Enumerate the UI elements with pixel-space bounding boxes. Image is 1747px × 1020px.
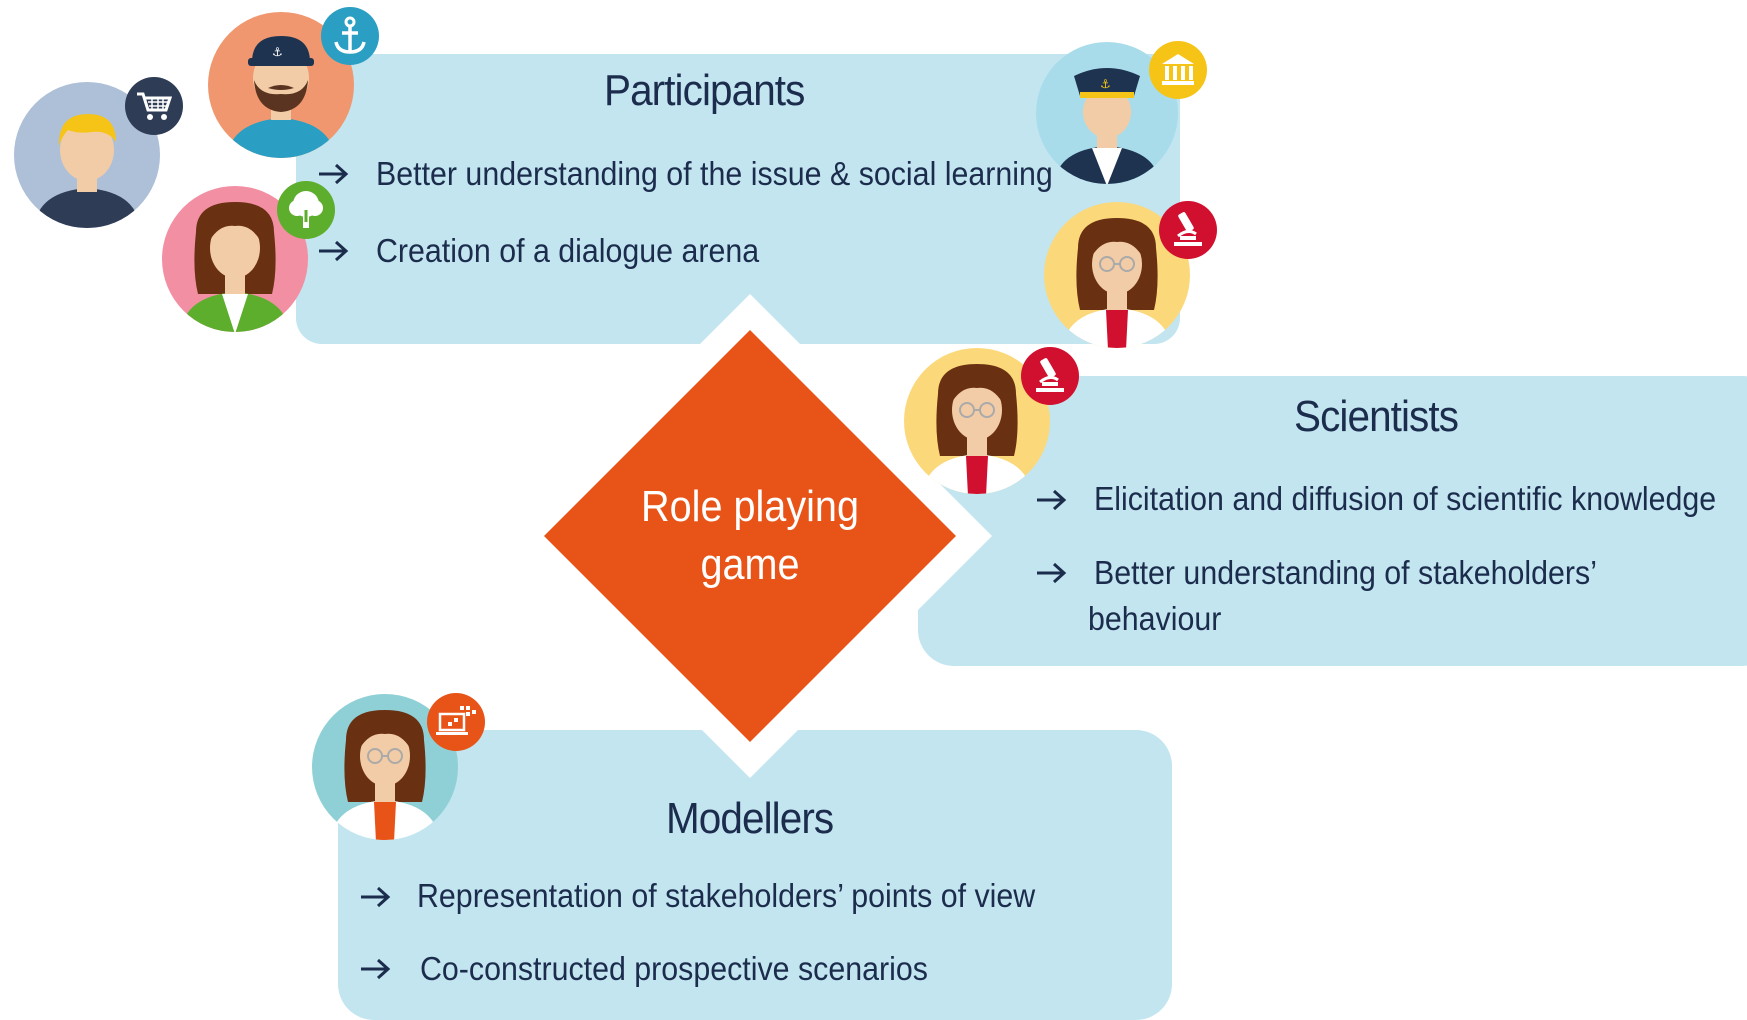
arrow-right-icon [319,163,349,185]
participants-item-2: Creation of a dialogue arena [376,232,760,269]
scientist-avatar [904,348,1050,494]
scientist-avatar [1044,202,1190,348]
official-avatar: ⚓ [1036,42,1178,184]
modellers-title: Modellers [666,794,834,843]
arrow-right-icon [361,886,391,908]
computer-icon [427,693,485,751]
scientists-item-2: Better understanding of stakeholders’ [1094,554,1597,591]
svg-text:⚓: ⚓ [272,45,283,59]
scientists-item-2-continued: behaviour [1088,600,1222,637]
scientists-panel [918,376,1747,666]
scientists-title: Scientists [1294,392,1459,441]
modeller-avatar [312,694,458,840]
arrow-right-icon [319,240,349,262]
center-label-line1: Role playing [641,482,859,531]
center-label: Role playing game [615,478,885,594]
modellers-item-1: Representation of stakeholders’ points o… [417,877,1036,914]
participants-item-1: Better understanding of the issue & soci… [376,155,1053,192]
center-label-line2: game [700,540,800,589]
participants-title: Participants [604,66,805,115]
shopping-cart-icon [125,77,183,135]
microscope-icon [1021,347,1079,405]
tree-icon [277,181,335,239]
anchor-icon [321,7,379,65]
arrow-right-icon [361,958,391,980]
svg-text:⚓: ⚓ [1100,77,1111,91]
consumer-avatar [14,82,160,228]
fisherman-avatar: ⚓ [208,12,354,158]
arrow-right-icon [1037,562,1067,584]
scientists-item-1: Elicitation and diffusion of scientific … [1094,480,1717,517]
modellers-item-2: Co-constructed prospective scenarios [420,950,928,987]
arrow-right-icon [1037,489,1067,511]
bank-icon [1149,41,1207,99]
microscope-icon [1159,201,1217,259]
modellers-panel [338,730,1172,1020]
ecologist-avatar [162,186,308,332]
